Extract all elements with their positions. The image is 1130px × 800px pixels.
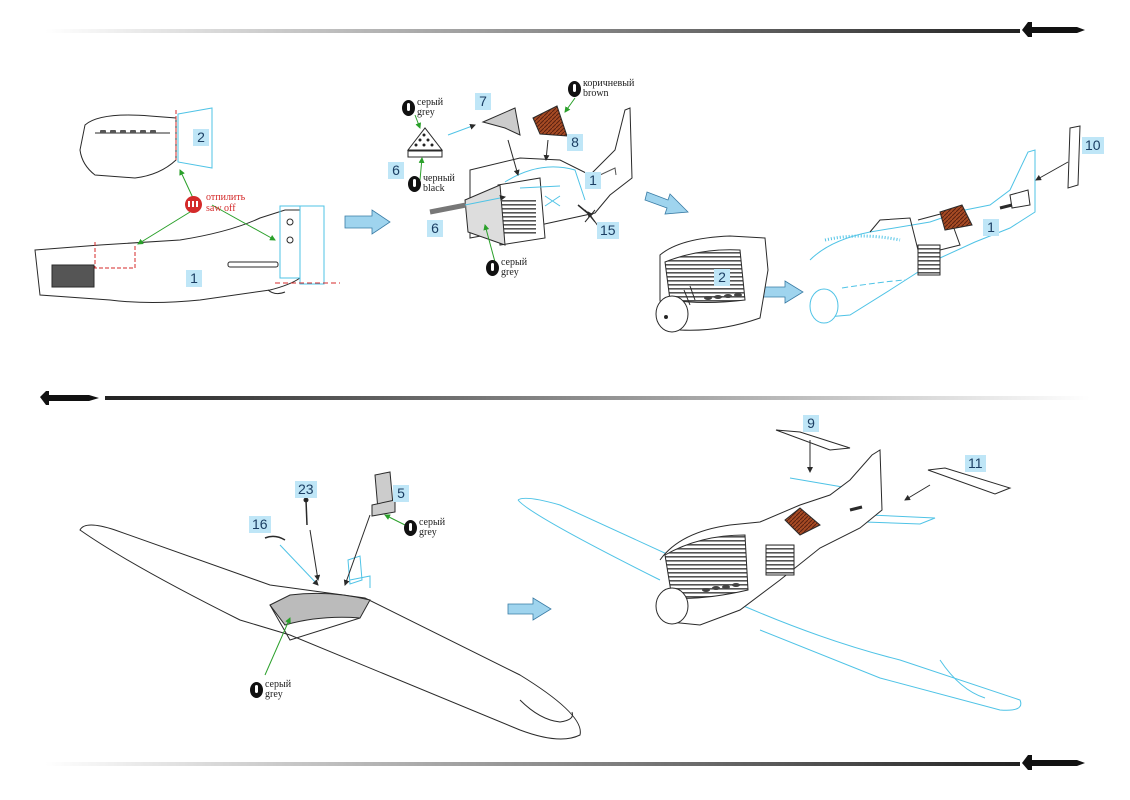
part-number-6b: 6 — [427, 220, 443, 237]
part-number-1c: 1 — [983, 219, 999, 236]
paint-callout-grey-seat: серый grey — [404, 518, 445, 538]
part-number-2: 2 — [193, 129, 209, 146]
step4-wing — [79, 471, 581, 740]
step3-assembly — [655, 125, 1081, 333]
paint-drop-icon — [402, 100, 415, 116]
paint-black-en: black — [423, 183, 445, 194]
paint-drop-icon — [568, 81, 581, 97]
saw-leaders — [137, 169, 276, 245]
bottom-divider — [45, 755, 1085, 770]
paint-drop-icon — [404, 520, 417, 536]
step4-leaders — [264, 514, 406, 676]
paint-brown-en: brown — [583, 88, 609, 99]
paint-grey-ru: серый — [417, 97, 444, 108]
part-number-9: 9 — [803, 415, 819, 432]
part-number-1: 1 — [186, 270, 202, 287]
part-number-5: 5 — [393, 485, 409, 502]
flow-arrows — [344, 191, 804, 621]
paint-brown-ru: коричневый — [583, 78, 635, 89]
paint-grey-en: grey — [501, 267, 519, 278]
part-number-7: 7 — [475, 93, 491, 110]
aircraft-silhouette-icon — [1022, 755, 1085, 770]
part-number-8: 8 — [567, 134, 583, 151]
paint-drop-icon — [486, 260, 499, 276]
top-divider — [45, 22, 1085, 37]
step2-leaders — [414, 97, 576, 263]
part-number-11: 11 — [965, 455, 986, 472]
part-number-10: 10 — [1082, 137, 1104, 154]
paint-callout-grey: серый grey — [402, 98, 443, 118]
saw-note-en: saw off — [206, 203, 236, 214]
part-number-15: 15 — [597, 222, 619, 239]
part-number-6: 6 — [388, 162, 404, 179]
aircraft-silhouette-icon — [1022, 22, 1085, 37]
paint-grey-ru: серый — [419, 517, 446, 528]
part-number-23: 23 — [295, 481, 317, 498]
paint-black-ru: черный — [423, 173, 455, 184]
paint-grey-ru: серый — [265, 679, 292, 690]
paint-drop-icon — [250, 682, 263, 698]
paint-callout-grey-2: серый grey — [486, 258, 527, 278]
part-number-2b: 2 — [714, 269, 730, 286]
saw-note-ru: отпилить — [206, 192, 246, 203]
paint-grey-en: grey — [419, 527, 437, 538]
saw-icon — [185, 196, 202, 213]
paint-drop-icon — [408, 176, 421, 192]
middle-divider — [40, 391, 1090, 405]
paint-grey-en: grey — [417, 107, 435, 118]
paint-callout-brown: коричневый brown — [568, 79, 634, 99]
aircraft-silhouette-icon — [40, 391, 99, 405]
step1-fuselage — [34, 107, 340, 303]
part-number-1b: 1 — [585, 172, 601, 189]
step2-cockpit — [406, 105, 633, 246]
paint-callout-grey-wing: серый grey — [250, 680, 291, 700]
step5-final — [517, 429, 1022, 711]
paint-callout-black: черный black — [408, 174, 455, 194]
paint-grey-en: grey — [265, 689, 283, 700]
paint-grey-ru: серый — [501, 257, 528, 268]
part-number-16: 16 — [249, 516, 271, 533]
